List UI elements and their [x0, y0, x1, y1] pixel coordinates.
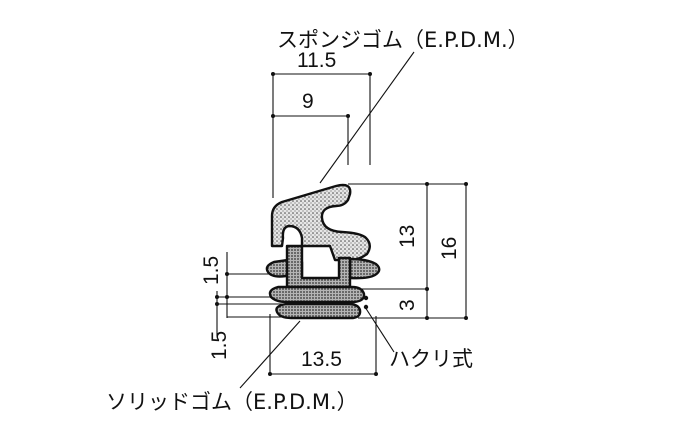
sponge-leader-line — [319, 51, 415, 184]
solid-rubber-base-upper — [268, 285, 366, 304]
solid-rubber-fin-right — [348, 257, 381, 280]
dimension-top-width: 11.5 — [271, 49, 372, 198]
left-base-value: 1.5 — [208, 331, 231, 360]
top-width-value: 11.5 — [297, 49, 336, 72]
dimension-inner-width: 9 — [271, 90, 350, 165]
peel-type-leader-line — [364, 306, 395, 353]
inner-width-value: 9 — [302, 90, 314, 113]
dimension-right-heights: 13 16 3 — [348, 182, 468, 320]
solid-rubber-base-lower — [275, 302, 362, 320]
sponge-rubber-label: スポンジゴム（E.P.D.M.） — [277, 28, 529, 52]
dimension-left-heights: 1.5 1.5 — [200, 252, 284, 360]
left-fin-value: 1.5 — [200, 256, 223, 285]
peel-type-label: ハクリ式 — [389, 347, 473, 371]
bottom-width-value: 13.5 — [301, 348, 342, 371]
peel-contact-dot-upper — [363, 295, 369, 301]
peel-contact-dot-lower — [363, 304, 369, 310]
height-13-value: 13 — [396, 225, 419, 248]
solid-rubber-leader-line — [239, 320, 301, 389]
height-3-value: 3 — [396, 299, 419, 311]
height-16-value: 16 — [438, 237, 461, 260]
solid-rubber-label: ソリッドゴム（E.P.D.M.） — [106, 390, 358, 414]
dimension-bottom-width: 13.5 — [268, 314, 378, 376]
sponge-rubber-section — [270, 183, 371, 262]
